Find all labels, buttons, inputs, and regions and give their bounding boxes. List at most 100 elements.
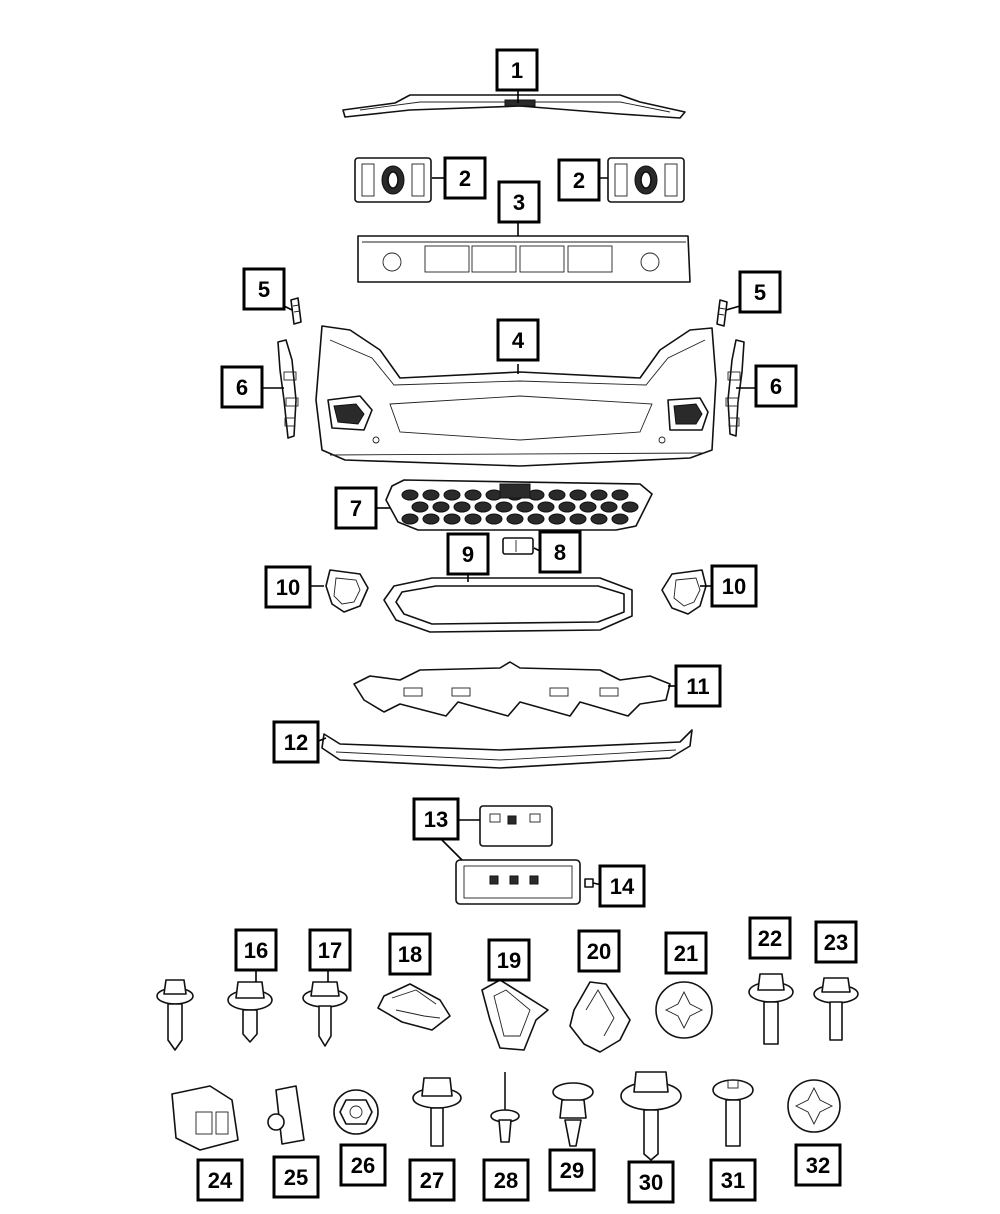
callout-14[interactable]: 14 — [598, 864, 646, 908]
svg-text:4: 4 — [512, 328, 525, 353]
callout-10-left[interactable]: 10 — [264, 565, 312, 609]
part-24-clip-nut[interactable] — [171, 1085, 239, 1151]
part-28-rivet[interactable] — [490, 1072, 520, 1143]
callout-3[interactable]: 3 — [497, 180, 541, 224]
part-10-bezel-right[interactable] — [661, 569, 707, 615]
grille-cell — [464, 513, 482, 525]
callout-labels: 1 2 2 3 4 5 5 6 6 7 8 9 10 10 11 12 13 1… — [196, 48, 858, 1204]
part-14-screw[interactable] — [584, 878, 594, 888]
callout-19[interactable]: 19 — [487, 938, 531, 982]
svg-text:22: 22 — [758, 926, 782, 951]
callout-12[interactable]: 12 — [272, 720, 320, 764]
part-29-push-pin[interactable] — [552, 1082, 594, 1147]
callout-23[interactable]: 23 — [814, 920, 858, 964]
part-11-lower-support[interactable] — [353, 661, 671, 717]
part-4-bumper-fascia[interactable] — [315, 325, 717, 467]
svg-text:10: 10 — [722, 574, 746, 599]
callout-26[interactable]: 26 — [339, 1143, 387, 1187]
svg-text:17: 17 — [318, 938, 342, 963]
callout-18[interactable]: 18 — [388, 932, 432, 976]
part-5-clip-left[interactable] — [290, 297, 302, 325]
part-26-nut[interactable] — [333, 1089, 379, 1135]
callout-30[interactable]: 30 — [627, 1160, 675, 1204]
svg-text:10: 10 — [276, 575, 300, 600]
part-1-upper-trim[interactable] — [342, 94, 686, 119]
callout-4[interactable]: 4 — [496, 318, 540, 362]
callout-6-left[interactable]: 6 — [220, 365, 264, 409]
part-23-bolt[interactable] — [813, 977, 859, 1041]
grille-cell — [422, 513, 440, 525]
callout-32[interactable]: 32 — [794, 1143, 842, 1187]
grille-cell — [464, 489, 482, 501]
part-2-bracket-right[interactable] — [607, 157, 685, 203]
callout-8[interactable]: 8 — [538, 530, 582, 574]
part-5-clip-right[interactable] — [716, 299, 728, 327]
grille-cell — [590, 489, 608, 501]
svg-text:6: 6 — [770, 374, 782, 399]
part-32-push-nut[interactable] — [787, 1079, 841, 1133]
grille-cell — [548, 489, 566, 501]
grille-cell — [611, 489, 629, 501]
part-9-lower-surround[interactable] — [383, 577, 633, 633]
part-18-clip[interactable] — [377, 983, 451, 1031]
part-19-clip[interactable] — [481, 979, 549, 1051]
callout-2-right[interactable]: 2 — [557, 158, 601, 202]
grille-cell — [590, 513, 608, 525]
svg-text:20: 20 — [587, 939, 611, 964]
svg-text:25: 25 — [284, 1165, 308, 1190]
callout-16[interactable]: 16 — [234, 928, 278, 972]
svg-text:7: 7 — [350, 496, 362, 521]
part-22-bolt[interactable] — [748, 973, 794, 1045]
callout-31[interactable]: 31 — [709, 1158, 757, 1202]
callout-27[interactable]: 27 — [408, 1158, 456, 1202]
part-27-bolt[interactable] — [412, 1077, 462, 1147]
callout-25[interactable]: 25 — [272, 1155, 320, 1199]
callout-1[interactable]: 1 — [495, 48, 539, 92]
part-16-bolt[interactable] — [227, 981, 273, 1043]
part-7-grille[interactable] — [385, 479, 653, 531]
grille-cell — [401, 489, 419, 501]
callout-10-right[interactable]: 10 — [710, 564, 758, 608]
part-13-license-bracket[interactable] — [455, 805, 581, 905]
callout-28[interactable]: 28 — [482, 1158, 530, 1202]
grille-cell — [600, 501, 618, 513]
callout-5-left[interactable]: 5 — [242, 267, 286, 311]
part-17-bolt[interactable] — [302, 981, 348, 1047]
grille-cell — [527, 513, 545, 525]
part-15-bolt[interactable] — [156, 979, 194, 1051]
part-30-bolt[interactable] — [620, 1071, 682, 1161]
grille-cell — [474, 501, 492, 513]
part-8-cover[interactable] — [502, 537, 534, 555]
callout-13[interactable]: 13 — [412, 797, 460, 841]
svg-text:14: 14 — [610, 874, 635, 899]
svg-text:18: 18 — [398, 942, 422, 967]
part-10-bezel-left[interactable] — [325, 569, 369, 613]
part-2-bracket-left[interactable] — [354, 157, 432, 203]
part-20-clip[interactable] — [569, 981, 631, 1053]
leader-lines — [255, 90, 756, 982]
callout-7[interactable]: 7 — [334, 486, 378, 530]
part-6-side-bracket-left[interactable] — [277, 339, 299, 439]
grille-cell — [537, 501, 555, 513]
callout-2-left[interactable]: 2 — [443, 156, 487, 200]
part-12-lower-valance[interactable] — [321, 729, 693, 769]
callout-6-right[interactable]: 6 — [754, 364, 798, 408]
callout-22[interactable]: 22 — [748, 916, 792, 960]
callout-5-right[interactable]: 5 — [738, 270, 782, 314]
part-25-clip-nut[interactable] — [267, 1085, 305, 1145]
svg-text:11: 11 — [686, 674, 709, 699]
part-31-screw[interactable] — [712, 1079, 754, 1147]
part-21-push-nut[interactable] — [655, 981, 713, 1039]
callout-29[interactable]: 29 — [548, 1148, 596, 1192]
callout-9[interactable]: 9 — [446, 532, 490, 576]
svg-text:5: 5 — [754, 280, 766, 305]
svg-text:19: 19 — [497, 948, 521, 973]
callout-17[interactable]: 17 — [308, 928, 352, 972]
callout-24[interactable]: 24 — [196, 1158, 244, 1202]
callout-20[interactable]: 20 — [577, 929, 621, 973]
callout-21[interactable]: 21 — [664, 931, 708, 975]
grille-cell — [579, 501, 597, 513]
callout-11[interactable]: 11 — [674, 664, 722, 708]
grille-cell — [485, 513, 503, 525]
part-3-reinforcement-beam[interactable] — [357, 235, 691, 283]
